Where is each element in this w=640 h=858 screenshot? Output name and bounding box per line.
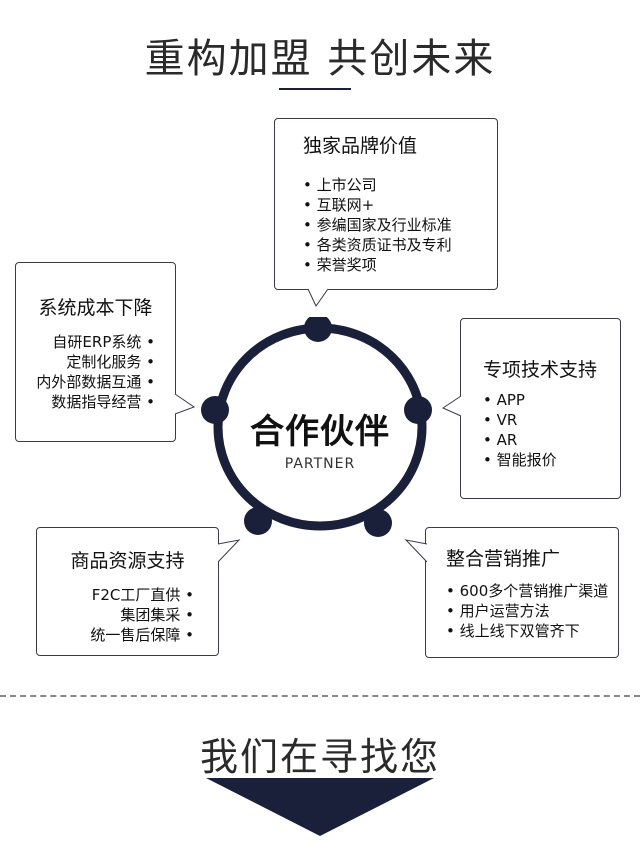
ring-node-left — [201, 396, 229, 424]
list-item: AR — [483, 430, 620, 450]
list-item: 600多个营销推广渠道 — [446, 581, 618, 601]
section-divider — [0, 695, 640, 697]
down-arrow-icon — [206, 778, 434, 836]
list-item: 线上线下双管齐下 — [446, 621, 618, 641]
card-brand-value-pointer — [307, 288, 329, 307]
card-cost-reduction-pointer — [174, 393, 196, 415]
ring-node-bottom-left — [244, 507, 272, 535]
title-underline — [279, 88, 351, 90]
list-item: 参编国家及行业标准 — [303, 215, 497, 235]
card-goods-resources-pointer — [217, 539, 241, 563]
card-integrated-marketing-list: 600多个营销推广渠道 用户运营方法 线上线下双管齐下 — [446, 581, 618, 641]
list-item: 上市公司 — [303, 175, 497, 195]
ring-node-bottom-right — [364, 509, 392, 537]
list-item: 荣誉奖项 — [303, 255, 497, 275]
list-item: 集团集采 — [37, 605, 194, 625]
list-item: 定制化服务 — [2, 352, 155, 372]
list-item: 各类资质证书及专利 — [303, 235, 497, 255]
card-goods-resources: 商品资源支持 F2C工厂直供 集团集采 统一售后保障 — [36, 527, 219, 656]
card-integrated-marketing: 整合营销推广 600多个营销推广渠道 用户运营方法 线上线下双管齐下 — [425, 527, 619, 658]
page-title: 重构加盟 共创未来 — [144, 36, 496, 82]
card-tech-support-title: 专项技术支持 — [483, 359, 598, 381]
card-goods-resources-list: F2C工厂直供 集团集采 统一售后保障 — [37, 585, 194, 645]
card-cost-reduction-list: 自研ERP系统 定制化服务 内外部数据互通 数据指导经营 — [2, 332, 155, 412]
ring-node-top — [304, 317, 332, 342]
card-cost-reduction: 系统成本下降 自研ERP系统 定制化服务 内外部数据互通 数据指导经营 — [15, 262, 176, 442]
ring-node-right — [404, 396, 432, 424]
list-item: 互联网+ — [303, 195, 497, 215]
card-brand-value-title: 独家品牌价值 — [303, 135, 418, 157]
card-integrated-marketing-title: 整合营销推广 — [446, 548, 561, 570]
list-item: VR — [483, 410, 620, 430]
list-item: 用户运营方法 — [446, 601, 618, 621]
card-brand-value: 独家品牌价值 上市公司 互联网+ 参编国家及行业标准 各类资质证书及专利 荣誉奖… — [274, 118, 498, 290]
list-item: 统一售后保障 — [37, 625, 194, 645]
card-tech-support-pointer — [442, 395, 462, 417]
list-item: 内外部数据互通 — [2, 372, 155, 392]
card-goods-resources-title: 商品资源支持 — [70, 550, 185, 572]
list-item: 自研ERP系统 — [2, 332, 155, 352]
list-item: F2C工厂直供 — [37, 585, 194, 605]
center-title: 合作伙伴 — [250, 412, 390, 452]
list-item: 智能报价 — [483, 450, 620, 470]
card-tech-support: 专项技术支持 APP VR AR 智能报价 — [460, 318, 621, 499]
footer-title: 我们在寻找您 — [199, 735, 440, 779]
card-tech-support-list: APP VR AR 智能报价 — [483, 390, 620, 470]
center-subtitle: PARTNER — [284, 456, 356, 472]
list-item: APP — [483, 390, 620, 410]
card-integrated-marketing-pointer — [404, 539, 428, 563]
card-cost-reduction-title: 系统成本下降 — [38, 297, 153, 319]
partner-ring — [201, 317, 432, 537]
card-brand-value-list: 上市公司 互联网+ 参编国家及行业标准 各类资质证书及专利 荣誉奖项 — [303, 175, 497, 275]
list-item: 数据指导经营 — [2, 392, 155, 412]
